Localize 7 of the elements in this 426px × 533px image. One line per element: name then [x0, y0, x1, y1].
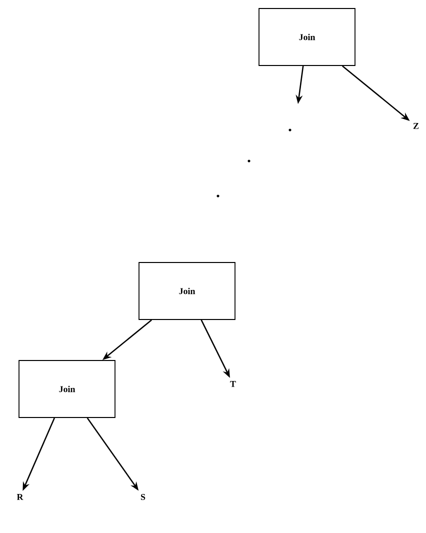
node-label: S: [141, 494, 146, 500]
process-box: Join: [138, 262, 236, 320]
node-label: T: [230, 381, 236, 387]
process-box: Join: [18, 360, 116, 418]
node-label: Z: [413, 123, 419, 129]
node-label: R: [16, 494, 24, 500]
process-box: Join: [258, 8, 356, 66]
